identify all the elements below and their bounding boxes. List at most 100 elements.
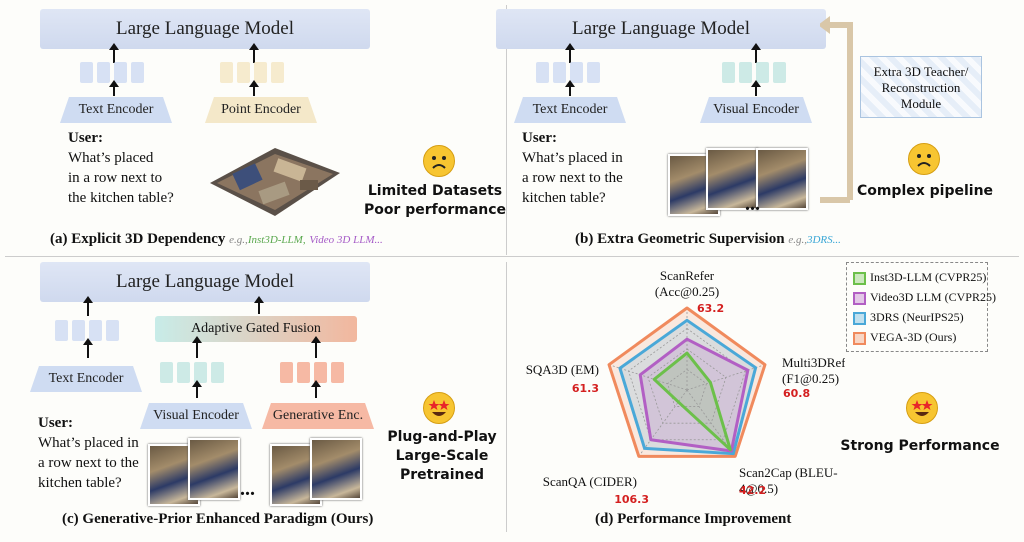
legend-label: Inst3D-LLM (CVPR25): [870, 270, 987, 284]
legend-swatch: [853, 311, 866, 325]
axis-label: Multi3DRefer: [782, 355, 845, 370]
best-value-label: 61.3: [572, 382, 599, 395]
arrow: [109, 80, 119, 96]
visual-token: [160, 362, 173, 383]
star-eyes-face-icon: [906, 392, 938, 424]
text-encoder-b: Text Encoder: [514, 97, 626, 123]
caption-text: (c) Generative-Prior Enhanced Paradigm (…: [62, 511, 374, 527]
axis-label: Scan2Cap (BLEU-: [739, 465, 838, 480]
axis-label: 4@0.5): [739, 481, 778, 496]
caption-d: (d) Performance Improvement: [595, 511, 791, 528]
text-token: [80, 62, 93, 83]
text-token: [587, 62, 600, 83]
text-token: [536, 62, 549, 83]
video-frames-generative: [270, 438, 380, 506]
axis-label: ScanRefer: [660, 268, 715, 283]
text-token: [106, 320, 119, 341]
visual-encoder-label: Visual Encoder: [153, 408, 239, 423]
video-frame: [310, 438, 362, 500]
arrow: [192, 380, 202, 398]
verdict-c: Plug-and-Play Large-Scale Pretrained: [362, 428, 522, 485]
axis-label: ScanQA (CIDER): [543, 474, 637, 489]
visual-encoder-b: Visual Encoder: [700, 97, 812, 123]
text-token: [89, 320, 102, 341]
visual-token: [756, 62, 769, 83]
question-line: in a row next to: [68, 170, 163, 186]
text-token: [114, 62, 127, 83]
arrow: [565, 80, 575, 96]
legend-swatch: [853, 271, 866, 285]
point-token: [254, 62, 267, 83]
arrow: [109, 43, 119, 63]
best-value-label: 106.3: [614, 493, 649, 506]
visual-token: [739, 62, 752, 83]
llm-block-b: Large Language Model: [496, 9, 826, 49]
axis-label: SQA3D (EM): [526, 362, 599, 377]
frames-ellipsis: ...: [240, 478, 255, 500]
eg-method: 3DRS...: [806, 234, 841, 246]
question-line: What’s placed: [68, 150, 154, 166]
legend-item: 3DRS (NeurIPS25): [853, 307, 981, 327]
text-encoder-label: Text Encoder: [48, 371, 124, 386]
grid-spoke: [686, 364, 766, 391]
llm-label: Large Language Model: [116, 18, 294, 39]
question-line: kitchen table?: [522, 190, 606, 206]
generative-encoder: Generative Enc.: [262, 403, 374, 429]
caption-b: (b) Extra Geometric Supervision e.g.,3DR…: [575, 231, 841, 248]
verdict-line: Large-Scale Pretrained: [395, 448, 489, 483]
llm-label: Large Language Model: [572, 18, 750, 39]
generative-token: [297, 362, 310, 383]
legend-items: Inst3D-LLM (CVPR25)Video3D LLM (CVPR25)3…: [853, 267, 996, 347]
series-line: [607, 306, 767, 458]
caption-a: (a) Explicit 3D Dependency e.g.,Inst3D-L…: [50, 231, 383, 248]
axis-label: (Acc@0.25): [655, 284, 719, 299]
llm-block-a: Large Language Model: [40, 9, 370, 49]
eg-prefix: e.g.,: [788, 234, 807, 246]
sad-face-icon: [423, 145, 455, 177]
video-frame: [188, 438, 240, 500]
question-line: a row next to the: [38, 455, 139, 471]
question-line: kitchen table?: [38, 475, 122, 491]
generative-token: [280, 362, 293, 383]
arrow: [249, 43, 259, 63]
llm-block-c: Large Language Model: [40, 262, 370, 302]
visual-encoder-label: Visual Encoder: [713, 102, 799, 117]
legend-swatch: [853, 331, 866, 345]
text-encoder-a: Text Encoder: [60, 97, 172, 123]
text-token: [55, 320, 68, 341]
point-token: [271, 62, 284, 83]
verdict-line: Complex pipeline: [856, 183, 994, 199]
question-line: What’s placed in: [522, 150, 623, 166]
arrow: [751, 80, 761, 96]
arrow: [311, 336, 321, 358]
best-value-label: 42.2: [739, 484, 766, 497]
verdict-d: Strong Performance: [840, 437, 1000, 456]
verdict-b: Complex pipeline: [855, 182, 995, 201]
text-token: [72, 320, 85, 341]
text-token: [570, 62, 583, 83]
verdict-line: Plug-and-Play: [387, 429, 497, 445]
sad-face-icon: [908, 143, 940, 175]
arrow: [192, 336, 202, 358]
text-token: [553, 62, 566, 83]
legend: Inst3D-LLM (CVPR25)Video3D LLM (CVPR25)3…: [846, 262, 996, 352]
series-line: [652, 351, 732, 452]
question-line: What’s placed in: [38, 435, 139, 451]
text-token: [131, 62, 144, 83]
user-label: User:: [38, 415, 73, 431]
arrow: [751, 43, 761, 63]
generative-token: [314, 362, 327, 383]
question-line: the kitchen table?: [68, 190, 174, 206]
caption-text: (a) Explicit 3D Dependency: [50, 231, 226, 247]
point-encoder: Point Encoder: [205, 97, 317, 123]
point-encoder-label: Point Encoder: [221, 102, 301, 117]
text-encoder-label: Text Encoder: [532, 102, 608, 117]
arrow: [565, 43, 575, 63]
teacher-line: Reconstruction: [881, 80, 961, 95]
generative-encoder-label: Generative Enc.: [272, 408, 364, 423]
legend-label: 3DRS (NeurIPS25): [870, 310, 964, 324]
grid-spoke: [608, 364, 688, 391]
video-frame: [706, 148, 758, 210]
frames-ellipsis: ...: [745, 193, 760, 215]
point-cloud-image: [210, 148, 340, 216]
